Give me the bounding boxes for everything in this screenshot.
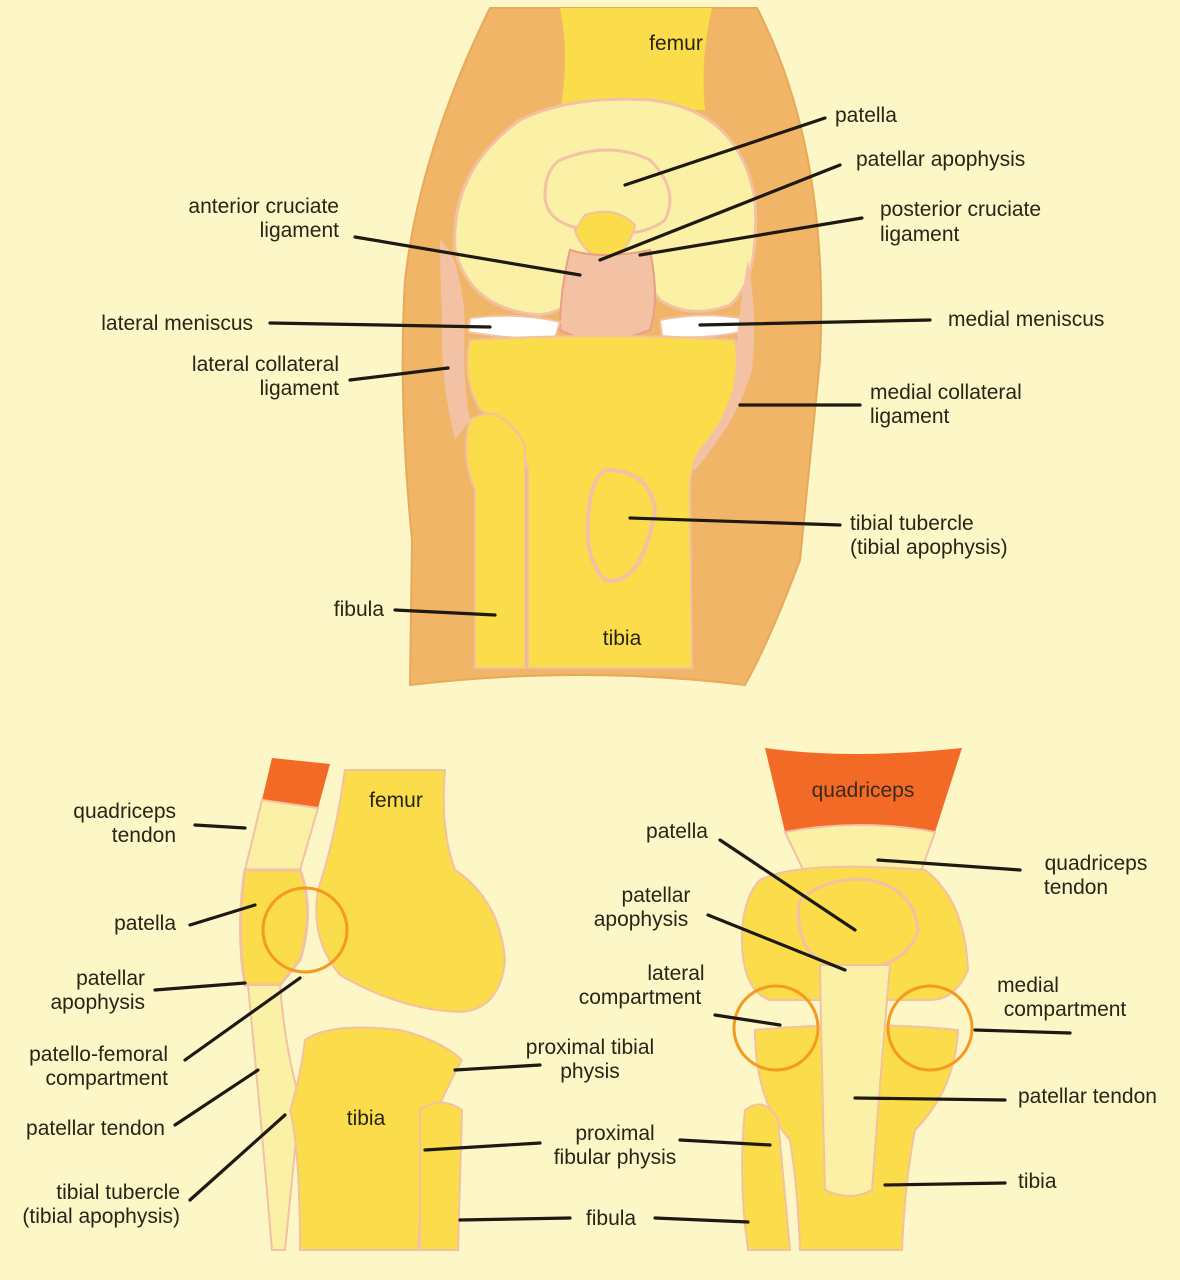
labels: femur tibia patella patellar apophysis a…: [22, 32, 1157, 1230]
top-lateral-collateral-shape: [440, 240, 470, 440]
label-proximal-fibular-physis-2: fibular physis: [554, 1146, 677, 1169]
leader-lateral-meniscus: [268, 321, 492, 329]
leader-lateral-compartment: [713, 1013, 782, 1027]
top-cruciate-area: [558, 248, 656, 341]
label-anterior-cruciate-2: ligament: [260, 219, 340, 242]
label-posterior-cruciate-1: posterior cruciate: [880, 198, 1041, 221]
leader-tibia-front: [883, 1181, 1007, 1187]
label-patellar-apophysis-side-1: patellar: [76, 967, 145, 990]
label-quadriceps-tendon-front-1: quadriceps: [1045, 852, 1148, 875]
label-tibial-tubercle-side-2: (tibial apophysis): [22, 1205, 180, 1228]
label-patella-side: patella: [114, 912, 176, 935]
label-quadriceps-tendon-front-2: tendon: [1044, 876, 1108, 899]
label-tibial-tubercle-top-1: tibial tubercle: [850, 512, 974, 535]
leader-patella-front: [718, 838, 857, 932]
label-patellofemoral-2: compartment: [45, 1067, 168, 1090]
label-patellar-tendon-side: patellar tendon: [26, 1117, 165, 1140]
leader-fibula-left: [458, 1216, 572, 1222]
leader-proximal-fibular-physis-left: [423, 1141, 542, 1152]
top-patella: [543, 148, 672, 235]
label-patellar-apophysis-top: patellar apophysis: [856, 148, 1025, 171]
leader-medial-compartment: [973, 1028, 1072, 1035]
label-lateral-collateral-2: ligament: [260, 377, 340, 400]
label-fibula-top: fibula: [334, 598, 385, 621]
front-medial-compartment-ring: [886, 984, 974, 1072]
side-quadriceps-tendon-shape: [243, 798, 320, 871]
leader-patellar-apophysis-top: [598, 163, 842, 262]
front-patellar-tendon-shape: [818, 964, 892, 1197]
leader-patellofemoral: [183, 976, 302, 1062]
label-lateral-collateral-1: lateral collateral: [192, 353, 339, 376]
label-medial-meniscus: medial meniscus: [948, 308, 1104, 331]
label-tibia-top: tibia: [603, 627, 642, 650]
label-medial-collateral-1: medial collateral: [870, 381, 1022, 404]
label-tibial-tubercle-top-2: (tibial apophysis): [850, 536, 1008, 559]
label-proximal-tibial-physis-1: proximal tibial: [526, 1036, 654, 1059]
front-knee-illustration: [732, 748, 974, 1251]
label-posterior-cruciate-2: ligament: [880, 223, 960, 246]
leader-proximal-tibial-physis-right: [678, 1138, 772, 1147]
label-proximal-tibial-physis-2: physis: [560, 1060, 620, 1083]
label-tibia-side: tibia: [347, 1107, 386, 1130]
leader-fibula-top: [393, 608, 497, 617]
label-quadriceps-tendon-side-1: quadriceps: [73, 800, 176, 823]
side-patellofemoral-ring: [261, 886, 349, 974]
leader-patella-side: [188, 903, 257, 927]
label-patellofemoral-1: patello-femoral: [29, 1043, 168, 1066]
side-knee-illustration: [239, 758, 507, 1251]
label-femur-top: femur: [649, 32, 703, 55]
leader-patellar-apophysis-side: [153, 981, 247, 992]
leader-patellar-tendon-front: [853, 1096, 1007, 1102]
top-fibula: [465, 412, 526, 669]
label-tibial-tubercle-side-1: tibial tubercle: [56, 1181, 180, 1204]
label-medial-compartment-1: medial: [997, 974, 1059, 997]
label-patella-top: patella: [835, 104, 897, 127]
label-quadriceps-front: quadriceps: [812, 779, 915, 802]
label-tibia-front: tibia: [1018, 1170, 1057, 1193]
front-lateral-compartment-ring: [732, 984, 820, 1072]
leader-patellar-apophysis-front: [706, 913, 847, 972]
leader-quadriceps-tendon-front: [876, 858, 1022, 872]
leader-medial-meniscus: [698, 318, 932, 327]
label-fibula-bottom: fibula: [586, 1207, 637, 1230]
side-fibula: [419, 1101, 464, 1251]
top-femur-shaft: [560, 8, 712, 110]
top-tibial-tubercle: [585, 467, 658, 583]
label-medial-collateral-2: ligament: [870, 405, 950, 428]
label-lateral-meniscus: lateral meniscus: [101, 312, 253, 335]
leader-tibial-tubercle-side: [188, 1113, 287, 1202]
label-medial-compartment-2: compartment: [1004, 998, 1127, 1021]
leader-anterior-cruciate: [353, 235, 582, 277]
label-patella-front: patella: [646, 820, 708, 843]
label-patellar-tendon-front: patellar tendon: [1018, 1085, 1157, 1108]
top-knee-illustration: [401, 7, 823, 687]
side-quadriceps-muscle: [262, 758, 330, 808]
leader-quadriceps-tendon-side: [193, 823, 247, 830]
label-lateral-compartment-2: compartment: [579, 986, 702, 1009]
leader-patellar-tendon-side: [173, 1068, 260, 1127]
label-lateral-compartment-1: lateral: [647, 962, 704, 985]
label-patellar-apophysis-front-1: patellar: [622, 884, 691, 907]
label-patellar-apophysis-side-2: apophysis: [50, 991, 145, 1014]
leader-patella-top: [623, 116, 827, 187]
leader-lines: [153, 116, 1072, 1224]
leader-tibial-tubercle-top: [628, 516, 842, 527]
leader-lateral-collateral: [348, 366, 450, 382]
front-quadriceps-tendon-shape: [783, 824, 937, 881]
leader-proximal-tibial-physis-left: [453, 1063, 542, 1072]
label-femur-side: femur: [369, 789, 423, 812]
label-patellar-apophysis-front-2: apophysis: [594, 908, 689, 931]
front-fibula: [741, 1103, 792, 1251]
label-quadriceps-tendon-side-2: tendon: [112, 824, 176, 847]
label-proximal-fibular-physis-1: proximal: [575, 1122, 654, 1145]
leader-posterior-cruciate: [638, 216, 864, 257]
label-anterior-cruciate-1: anterior cruciate: [188, 195, 339, 218]
front-quadriceps-muscle: [765, 748, 962, 832]
side-patellar-tendon-shape: [246, 984, 302, 1251]
front-patella: [796, 877, 920, 970]
leader-fibula-right: [653, 1216, 750, 1224]
